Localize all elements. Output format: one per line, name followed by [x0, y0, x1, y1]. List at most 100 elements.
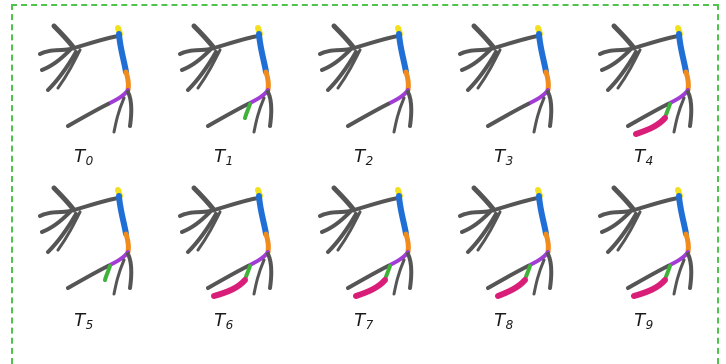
lower-branch-right — [126, 90, 134, 128]
tree-panel-3 — [438, 8, 570, 173]
label-index: 8 — [505, 318, 514, 332]
upper-branch-extra — [336, 48, 362, 90]
tree-panel-0 — [18, 8, 150, 173]
upper-branch-mid — [180, 48, 212, 72]
label-letter: T — [354, 146, 366, 167]
upper-branch-top — [611, 185, 637, 213]
upper-branch-mid — [600, 48, 632, 72]
vessel-tree-7 — [318, 185, 414, 299]
upper-branch-extra — [476, 48, 502, 90]
tree-panel-9 — [578, 170, 710, 335]
label-letter: T — [634, 310, 646, 331]
tree-panel-1 — [158, 8, 290, 173]
segment-blue — [536, 31, 549, 75]
segment-orange — [263, 231, 271, 255]
upper-branch-low — [606, 212, 638, 254]
segment-orange — [123, 69, 131, 93]
label-index: 4 — [645, 154, 654, 168]
panel-label-2: T2 — [298, 146, 430, 168]
upper-branch-extra — [336, 210, 362, 252]
upper-branch-mid — [180, 210, 212, 234]
label-letter: T — [74, 146, 86, 167]
upper-branch-mid — [600, 210, 632, 234]
lower-branch-mid — [672, 96, 686, 134]
segment-magenta — [211, 277, 248, 299]
lower-branch-mid — [392, 258, 406, 296]
label-index: 3 — [505, 154, 514, 168]
upper-branch-low — [46, 212, 78, 254]
upper-branch-extra — [56, 210, 82, 252]
upper-branch-extra — [616, 210, 642, 252]
lower-branch-left — [486, 264, 530, 290]
panel-label-8: T8 — [438, 310, 570, 332]
segment-blue — [396, 193, 409, 237]
lower-branch-left — [66, 102, 110, 128]
lower-branch-mid — [392, 96, 406, 134]
upper-branch-top — [191, 23, 217, 51]
panel-label-6: T6 — [158, 310, 290, 332]
panel-label-4: T4 — [578, 146, 710, 168]
upper-branch-low — [46, 50, 78, 92]
segment-blue — [536, 193, 549, 237]
vessel-tree-9 — [598, 185, 694, 299]
label-letter: T — [354, 310, 366, 331]
upper-branch-top — [471, 185, 497, 213]
tree-panel-2 — [298, 8, 430, 173]
segment-blue — [396, 31, 409, 75]
upper-branch-low — [466, 50, 498, 92]
lower-branch-mid — [112, 258, 126, 296]
vessel-tree-2 — [318, 23, 414, 134]
lower-branch-right — [406, 252, 414, 290]
lower-branch-right — [686, 90, 694, 128]
label-index: 2 — [365, 154, 374, 168]
label-letter: T — [634, 146, 646, 167]
upper-branch-low — [466, 212, 498, 254]
tree-panel-8 — [438, 170, 570, 335]
lower-branch-mid — [672, 258, 686, 296]
lower-branch-left — [626, 264, 670, 290]
label-index: 1 — [225, 154, 234, 168]
upper-branch-low — [186, 50, 218, 92]
upper-branch-top — [191, 185, 217, 213]
lower-branch-left — [486, 102, 530, 128]
upper-branch-extra — [616, 48, 642, 90]
segment-blue — [116, 31, 129, 75]
upper-branch-extra — [196, 48, 222, 90]
segment-green — [243, 102, 252, 120]
label-index: 5 — [85, 318, 94, 332]
lower-branch-right — [546, 252, 554, 290]
upper-branch-mid — [40, 210, 72, 234]
lower-branch-mid — [252, 96, 266, 134]
upper-branch-extra — [56, 48, 82, 90]
dashed-border — [11, 4, 719, 364]
lower-branch-mid — [532, 258, 546, 296]
segment-blue — [116, 193, 129, 237]
vessel-tree-6 — [178, 185, 274, 299]
lower-branch-right — [686, 252, 694, 290]
upper-branch-top — [611, 23, 637, 51]
vessel-tree-8 — [458, 185, 554, 299]
label-index: 7 — [365, 318, 374, 332]
label-letter: T — [494, 310, 506, 331]
lower-branch-right — [126, 252, 134, 290]
segment-orange — [403, 231, 411, 255]
vessel-tree-0 — [38, 23, 134, 134]
segment-orange — [543, 69, 551, 93]
segment-green — [103, 264, 112, 282]
segment-orange — [683, 231, 691, 255]
label-index: 0 — [85, 154, 94, 168]
upper-branch-mid — [40, 48, 72, 72]
panel-label-5: T5 — [18, 310, 150, 332]
tree-panel-5 — [18, 170, 150, 335]
segment-blue — [676, 31, 689, 75]
panel-label-1: T1 — [158, 146, 290, 168]
upper-branch-top — [471, 23, 497, 51]
lower-branch-right — [406, 90, 414, 128]
segment-orange — [403, 69, 411, 93]
label-letter: T — [494, 146, 506, 167]
panel-label-3: T3 — [438, 146, 570, 168]
lower-branch-left — [206, 102, 250, 128]
lower-branch-right — [546, 90, 554, 128]
upper-branch-low — [606, 50, 638, 92]
